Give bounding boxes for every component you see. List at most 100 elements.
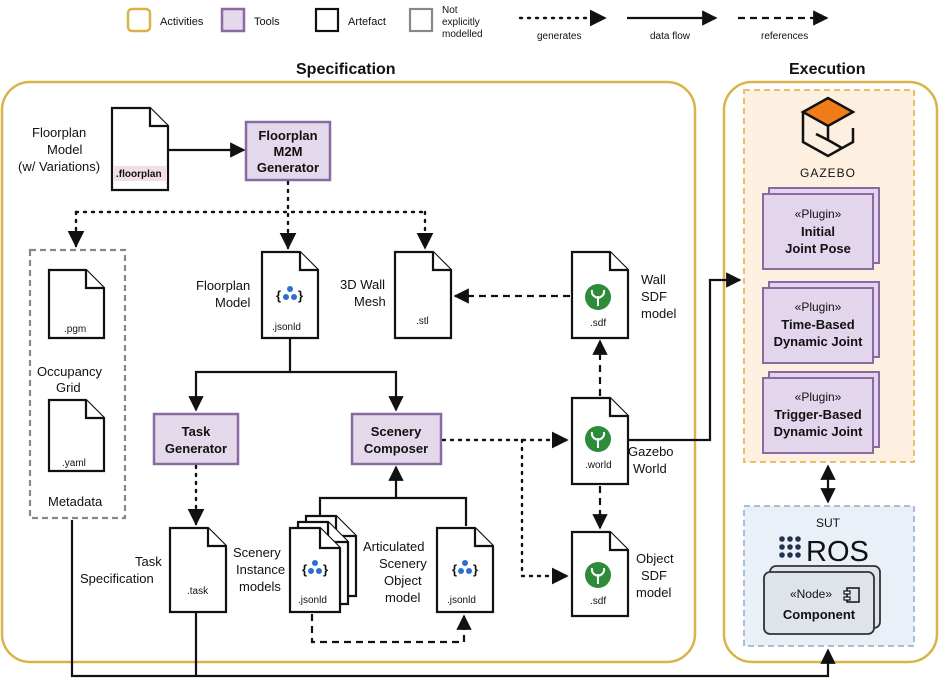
wall-sdf-label-3: model	[641, 306, 677, 321]
articulated-jsonld-document: { } .jsonld	[435, 526, 495, 614]
task-ext: .task	[187, 586, 209, 597]
task-gen-label-1: Task	[182, 424, 211, 439]
legend-not-modelled-1: Not	[442, 5, 458, 16]
object-sdf-document: .sdf	[570, 530, 630, 618]
plugin-trigger-based-dynamic-joint: «Plugin» Trigger-Based Dynamic Joint	[762, 371, 880, 454]
plugin-3-line1: Trigger-Based	[774, 407, 861, 422]
flow-jsonld-to-taskgen	[188, 338, 292, 412]
node-stereotype: «Node»	[790, 587, 832, 601]
stl-ext: .stl	[416, 316, 429, 327]
plugin-time-based-dynamic-joint: «Plugin» Time-Based Dynamic Joint	[762, 281, 880, 364]
svg-text:}: }	[473, 562, 478, 577]
component-icon	[843, 587, 860, 603]
stl-document: .stl	[393, 250, 453, 340]
floorplan-var-label-1: Floorplan	[32, 125, 86, 140]
articulated-label-3: Object	[384, 573, 422, 588]
legend-not-modelled-swatch	[408, 7, 434, 33]
floorplan-ext-highlight	[114, 166, 166, 181]
legend: Activities Tools Artefact Not explicitly…	[126, 5, 829, 42]
legend-tools-swatch	[220, 7, 246, 33]
svg-text:}: }	[298, 288, 303, 303]
gazebo-world-label-2: World	[633, 461, 667, 476]
yaml-document: .yaml	[47, 398, 106, 473]
ros-text: ROS	[806, 536, 869, 568]
scenery-inst-label-3: models	[239, 579, 281, 594]
node-component: «Node» Component	[763, 565, 881, 635]
legend-activities-swatch	[126, 7, 152, 33]
wall-sdf-label-2: SDF	[641, 289, 667, 304]
plugin-3-stereotype: «Plugin»	[795, 390, 842, 404]
legend-generates-label: generates	[537, 31, 581, 42]
ref-instance-to-articulated	[310, 614, 472, 644]
jsonld-icon: {	[276, 288, 281, 303]
floorplan-ext: .floorplan	[116, 169, 162, 180]
occupancy-label-1: Occupancy	[37, 364, 103, 379]
scenery-label-2: Composer	[364, 441, 428, 456]
component-label: Component	[783, 607, 856, 622]
gazebo-label: GAZEBO	[800, 166, 856, 180]
object-sdf-label-1: Object	[636, 551, 674, 566]
metadata-label: Metadata	[48, 494, 103, 509]
plugin-1-stereotype: «Plugin»	[795, 207, 842, 221]
scenery-instance-documents: { } .jsonld	[288, 514, 358, 614]
legend-tools-label: Tools	[254, 16, 280, 28]
object-sdf-label-3: model	[636, 585, 672, 600]
floorplan-document: .floorplan	[110, 106, 170, 192]
specification-frame	[0, 80, 697, 664]
floorplan-m2m-generator-tool	[244, 120, 332, 182]
specification-title: Specification	[296, 61, 396, 78]
articulated-label-1: Articulated	[363, 539, 424, 554]
articulated-label-2: Scenery	[379, 556, 427, 571]
plugin-initial-joint-pose: «Plugin» Initial Joint Pose	[762, 187, 880, 270]
floorplan-var-label-2: Model	[47, 142, 83, 157]
occupancy-label-2: Grid	[56, 380, 81, 395]
scenery-inst-label-2: Instance	[236, 562, 285, 577]
world-ext: .world	[585, 460, 612, 471]
flow-jsonld-to-scenery	[290, 370, 404, 412]
task-gen-label-2: Generator	[165, 441, 227, 456]
object-sdf-ext: .sdf	[590, 596, 606, 607]
sut-label: SUT	[816, 516, 841, 530]
task-document: .task	[168, 526, 228, 614]
legend-dataflow-label: data flow	[650, 31, 691, 42]
legend-artefact-label: Artefact	[348, 16, 386, 28]
legend-artefact-swatch	[314, 7, 340, 33]
pgm-document: .pgm	[47, 268, 106, 340]
legend-activities-label: Activities	[160, 16, 204, 28]
plugin-3-line2: Dynamic Joint	[774, 424, 864, 439]
ros-logo: ROS	[779, 536, 869, 568]
task-spec-label-1: Task	[135, 554, 162, 569]
scenery-inst-label-1: Scenery	[233, 545, 281, 560]
svg-text:{: {	[452, 562, 457, 577]
legend-not-modelled-3: modelled	[442, 29, 483, 40]
flow-world-to-gazebo	[628, 272, 742, 442]
task-spec-label-2: Specification	[80, 571, 154, 586]
scenery-composer-tool	[350, 412, 443, 466]
object-sdf-label-2: SDF	[641, 568, 667, 583]
floorplan-model-label-2: Model	[215, 295, 251, 310]
wall-sdf-label-1: Wall	[641, 272, 666, 287]
execution-title: Execution	[789, 61, 865, 78]
flow-inputs-merge	[318, 496, 468, 526]
task-generator-tool	[152, 412, 240, 466]
floorplan-var-label-3: (w/ Variations)	[18, 159, 100, 174]
scenery-instance-ext: .jsonld	[298, 595, 327, 606]
plugin-2-line2: Dynamic Joint	[774, 334, 864, 349]
floorplan-jsonld-document: { } .jsonld	[260, 250, 320, 340]
svg-text:}: }	[323, 562, 328, 577]
m2m-label-2: M2M	[274, 144, 303, 159]
wall-sdf-document: .sdf	[570, 250, 630, 340]
plugin-1-line1: Initial	[801, 224, 835, 239]
articulated-ext: .jsonld	[447, 595, 476, 606]
wall-mesh-label-2: Mesh	[354, 294, 386, 309]
wall-mesh-label-1: 3D Wall	[340, 277, 385, 292]
m2m-label-1: Floorplan	[258, 128, 317, 143]
yaml-ext: .yaml	[62, 458, 86, 469]
m2m-label-3: Generator	[257, 160, 319, 175]
plugin-1-line2: Joint Pose	[785, 241, 851, 256]
articulated-label-4: model	[385, 590, 421, 605]
floorplan-model-label-1: Floorplan	[196, 278, 250, 293]
legend-not-modelled-2: explicitly	[442, 17, 480, 28]
